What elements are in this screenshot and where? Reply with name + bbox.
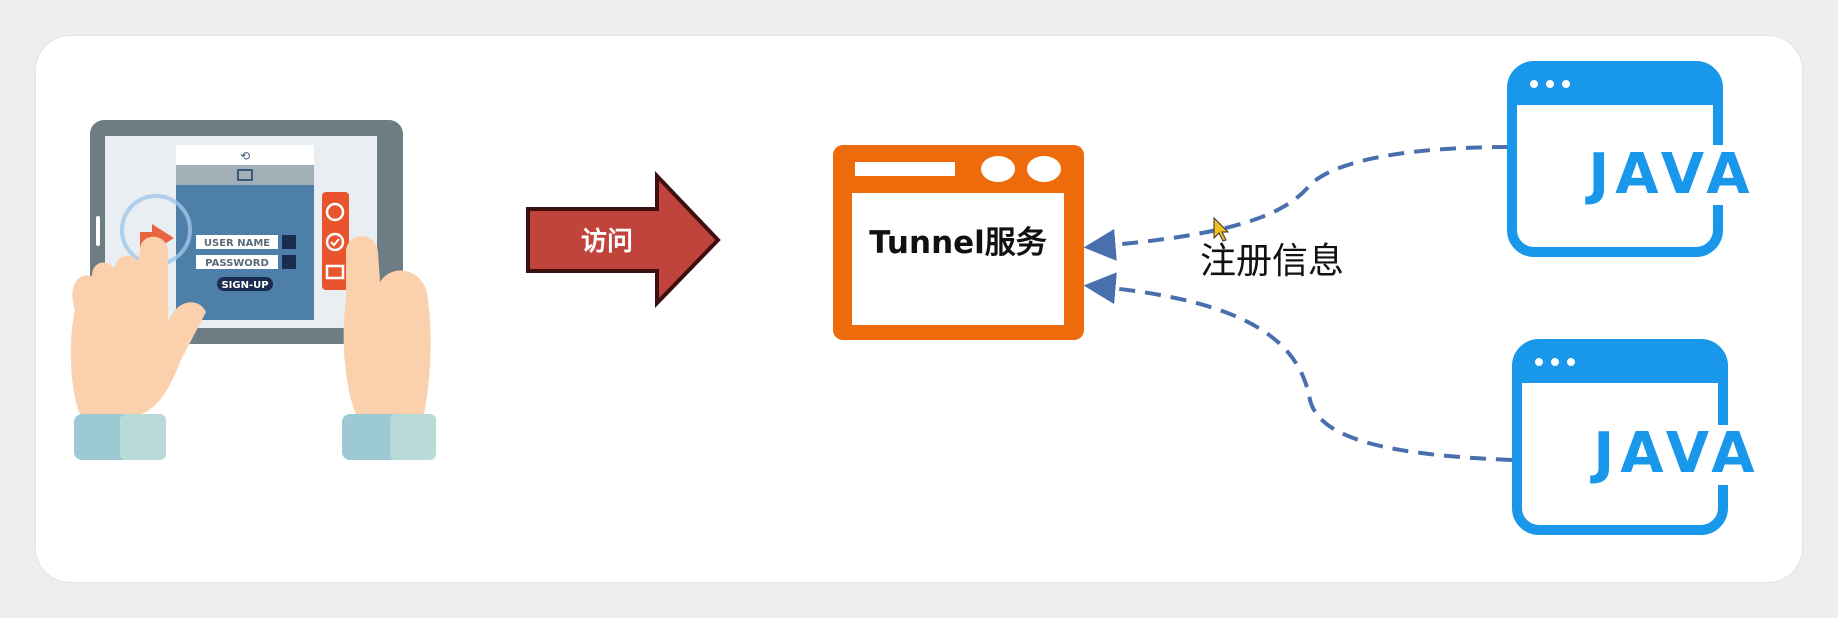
java-client-window-1: JAVA <box>1507 61 1755 257</box>
window-dot <box>1535 358 1543 366</box>
register-label: 注册信息 <box>1200 241 1344 282</box>
java-label-2: JAVA <box>1589 421 1760 486</box>
window-dot <box>1551 358 1559 366</box>
window-dot <box>1530 80 1538 88</box>
register-connector-bottom <box>1083 272 1513 462</box>
access-arrow: 访问 <box>526 171 721 308</box>
tablet-home-button <box>96 216 100 246</box>
access-label: 访问 <box>581 227 633 257</box>
app-subheader <box>176 165 314 185</box>
username-field <box>196 235 278 249</box>
password-field-box <box>282 255 296 269</box>
password-field <box>196 255 278 269</box>
java-label-1: JAVA <box>1584 142 1755 207</box>
window-dot <box>1567 358 1575 366</box>
java-client-window-2: JAVA <box>1512 339 1760 535</box>
tunnel-label: Tunnel服务 <box>869 225 1047 261</box>
signup-label: SIGN-UP <box>221 280 268 291</box>
window-dot-2 <box>1027 156 1061 182</box>
window-dot-1 <box>981 156 1015 182</box>
refresh-icon: ⟲ <box>240 149 250 163</box>
username-label: USER NAME <box>204 238 270 249</box>
signup-button <box>217 277 273 291</box>
tablet-illustration: ⟲ USER NAME PASSWORD SIGN-UP <box>70 120 436 460</box>
app-header <box>176 145 314 165</box>
tunnel-content-area <box>852 193 1064 325</box>
tunnel-service-window: Tunnel服务 <box>833 145 1084 340</box>
username-field-box <box>282 235 296 249</box>
sync-icon <box>325 202 345 222</box>
tunnel-title-bar <box>855 162 955 176</box>
password-label: PASSWORD <box>205 258 269 269</box>
screen-icon <box>325 264 345 280</box>
register-connector-top <box>1083 145 1509 261</box>
check-icon <box>325 232 345 252</box>
window-dot <box>1546 80 1554 88</box>
window-icon <box>237 169 253 181</box>
left-hand <box>70 236 206 460</box>
window-dot <box>1562 80 1570 88</box>
right-hand <box>342 236 436 460</box>
mouse-cursor-icon <box>1213 216 1230 242</box>
